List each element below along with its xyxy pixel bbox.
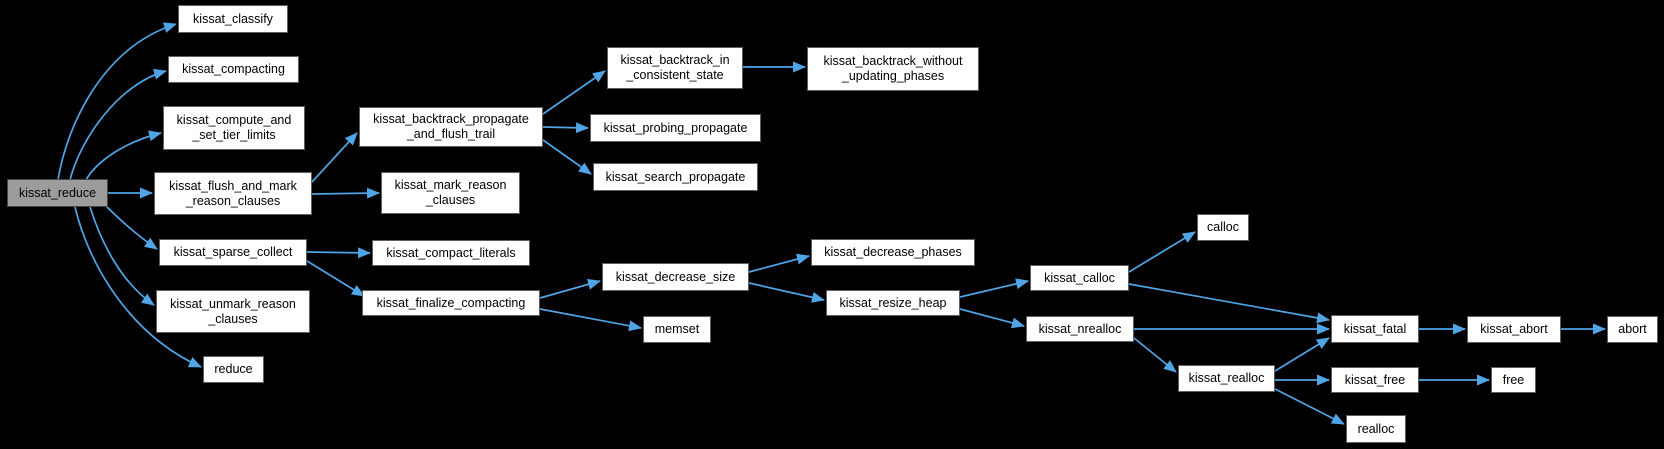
- call-edge-kissat_reduce-to-kissat_unmark_reason_clauses: [89, 206, 155, 306]
- call-edge-kissat_calloc-to-kissat_fatal: [1128, 283, 1330, 324]
- node-abort[interactable]: abort: [1607, 316, 1658, 343]
- call-edge-kissat_finalize_compacting-to-memset: [539, 308, 642, 332]
- node-kissat-backtrack-in-consistent-state[interactable]: kissat_backtrack_in _consistent_state: [607, 47, 743, 89]
- call-edge-kissat_reduce-to-kissat_compute_and_set_tier_limits: [85, 130, 162, 181]
- node-kissat-abort[interactable]: kissat_abort: [1467, 316, 1561, 343]
- call-edge-kissat_decrease_size-to-kissat_resize_heap: [748, 282, 825, 303]
- call-edge-kissat_resize_heap-to-kissat_calloc: [959, 278, 1029, 298]
- node-kissat-mark-reason-clauses[interactable]: kissat_mark_reason _clauses: [381, 172, 520, 214]
- call-edge-kissat_sparse_collect-to-kissat_finalize_compacting: [306, 260, 365, 297]
- node-kissat-sparse-collect[interactable]: kissat_sparse_collect: [159, 239, 307, 266]
- node-kissat-compute-and-set-tier-limits[interactable]: kissat_compute_and _set_tier_limits: [163, 106, 305, 150]
- node-kissat-compacting[interactable]: kissat_compacting: [168, 56, 299, 83]
- node-kissat-search-propagate[interactable]: kissat_search_propagate: [593, 163, 758, 191]
- node-kissat-decrease-size[interactable]: kissat_decrease_size: [602, 263, 749, 291]
- node-memset[interactable]: memset: [643, 316, 711, 343]
- node-kissat-fatal[interactable]: kissat_fatal: [1331, 315, 1419, 343]
- call-edge-kissat_finalize_compacting-to-kissat_decrease_size: [539, 278, 601, 299]
- node-kissat-flush-and-mark-reason-clauses[interactable]: kissat_flush_and_mark _reason_clauses: [154, 172, 312, 215]
- call-edge-kissat_reduce-to-kissat_sparse_collect: [104, 204, 158, 250]
- node-kissat-nrealloc[interactable]: kissat_nrealloc: [1026, 316, 1134, 342]
- node-realloc[interactable]: realloc: [1346, 415, 1406, 443]
- node-kissat-backtrack-without-updating-phases[interactable]: kissat_backtrack_without _updating_phase…: [807, 47, 979, 91]
- call-edge-kissat_flush_and_mark_reason_clauses-to-kissat_mark_reason_clauses: [311, 187, 380, 199]
- node-kissat-unmark-reason-clauses[interactable]: kissat_unmark_reason _clauses: [156, 290, 310, 333]
- node-kissat-finalize-compacting[interactable]: kissat_finalize_compacting: [362, 290, 540, 316]
- node-kissat-compact-literals[interactable]: kissat_compact_literals: [372, 240, 530, 266]
- node-calloc[interactable]: calloc: [1197, 214, 1249, 241]
- node-kissat-reduce[interactable]: kissat_reduce: [7, 179, 108, 207]
- node-kissat-free[interactable]: kissat_free: [1331, 367, 1419, 393]
- call-edge-kissat_realloc-to-kissat_fatal: [1274, 337, 1330, 372]
- call-edge-kissat_flush_and_mark_reason_clauses-to-kissat_backtrack_propagate_and_flush_trail: [311, 132, 358, 183]
- node-reduce[interactable]: reduce: [203, 356, 264, 383]
- node-kissat-resize-heap[interactable]: kissat_resize_heap: [826, 290, 960, 316]
- call-edge-kissat_reduce-to-kissat_classify: [57, 22, 177, 181]
- node-kissat-probing-propagate[interactable]: kissat_probing_propagate: [590, 114, 761, 142]
- call-edge-kissat_sparse_collect-to-kissat_compact_literals: [306, 247, 371, 259]
- node-kissat-classify[interactable]: kissat_classify: [178, 5, 288, 33]
- call-edge-kissat_resize_heap-to-kissat_nrealloc: [959, 308, 1025, 329]
- call-edge-kissat_backtrack_propagate_and_flush_trail-to-kissat_probing_propagate: [542, 122, 589, 134]
- call-edge-kissat_backtrack_propagate_and_flush_trail-to-kissat_search_propagate: [542, 139, 592, 175]
- call-edge-kissat_realloc-to-realloc: [1274, 388, 1345, 425]
- call-edge-kissat_reduce-to-reduce: [74, 206, 202, 368]
- call-edge-kissat_backtrack_propagate_and_flush_trail-to-kissat_backtrack_in_consistent_state: [542, 70, 606, 115]
- node-free[interactable]: free: [1491, 367, 1536, 393]
- call-edge-kissat_decrease_size-to-kissat_decrease_phases: [748, 253, 810, 273]
- node-kissat-calloc[interactable]: kissat_calloc: [1030, 265, 1129, 291]
- node-kissat-decrease-phases[interactable]: kissat_decrease_phases: [811, 239, 975, 266]
- call-edge-kissat_nrealloc-to-kissat_realloc: [1133, 337, 1177, 373]
- node-kissat-backtrack-propagate-and-flush-trail[interactable]: kissat_backtrack_propagate _and_flush_tr…: [359, 107, 543, 147]
- call-edge-kissat_reduce-to-kissat_compacting: [69, 68, 167, 181]
- node-kissat-realloc[interactable]: kissat_realloc: [1178, 365, 1275, 392]
- call-edge-kissat_calloc-to-calloc: [1128, 231, 1196, 273]
